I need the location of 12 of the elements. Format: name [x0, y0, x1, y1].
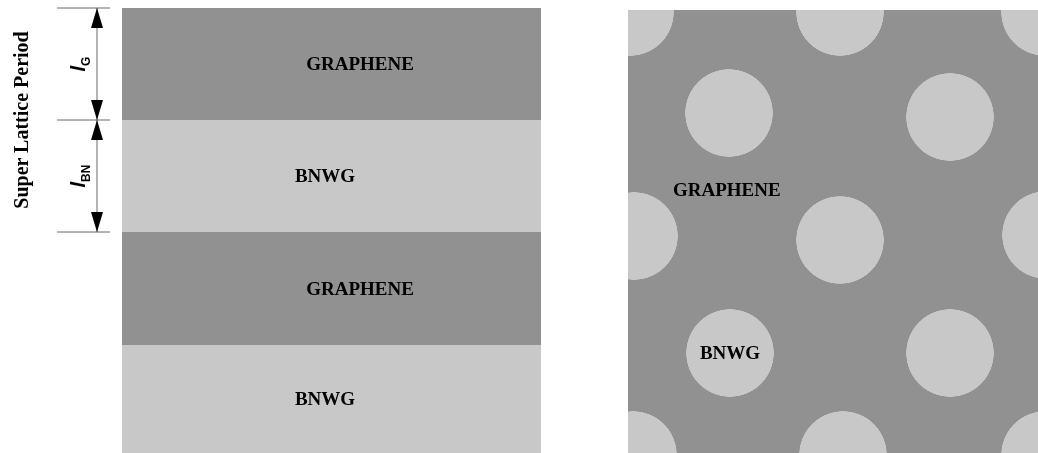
layer-band [122, 232, 541, 345]
layer-label: BNWG [294, 166, 356, 185]
region-label: GRAPHENE [673, 180, 781, 199]
layer-band [122, 345, 541, 453]
layer-band [122, 120, 541, 232]
layer-label: BNWG [294, 389, 356, 408]
layer-band [122, 8, 541, 120]
layer-label: GRAPHENE [306, 278, 414, 298]
sheet-region [628, 10, 1038, 453]
axis-title: Super Lattice Period [11, 31, 31, 209]
region-label: BNWG [699, 343, 761, 362]
layer-label: GRAPHENE [306, 54, 414, 73]
